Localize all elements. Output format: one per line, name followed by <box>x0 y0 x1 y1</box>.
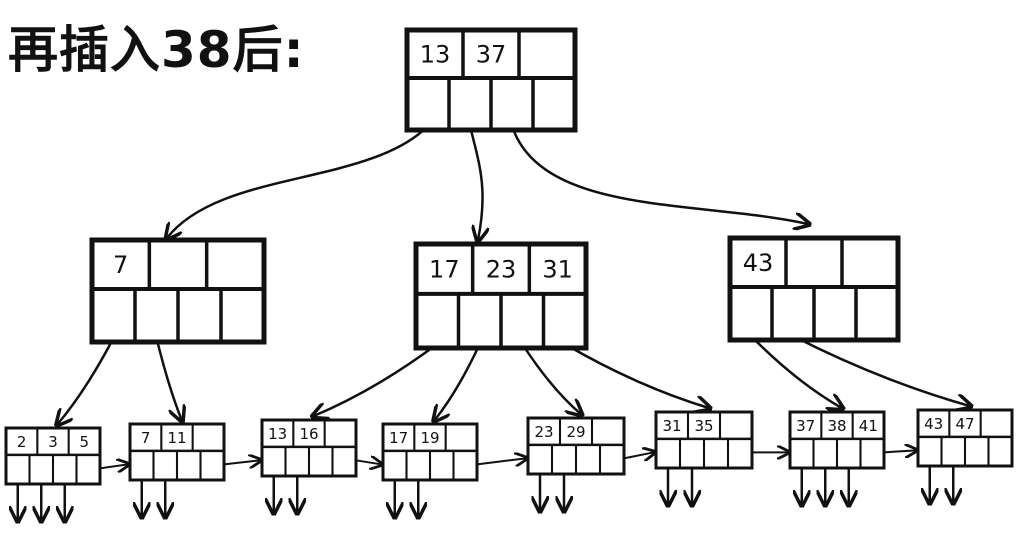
leaf-node-3: 13 16 <box>260 418 358 478</box>
node-key: 43 <box>743 249 774 277</box>
node-key: 17 <box>389 429 408 447</box>
node-key: 2 <box>17 433 27 451</box>
node-key: 41 <box>859 417 878 435</box>
node-key: 17 <box>429 256 460 284</box>
leaf-link-5 <box>623 452 654 458</box>
internal-node-1: 7 <box>89 237 267 345</box>
leaf-node-5: 23 29 <box>526 416 626 476</box>
node-key: 13 <box>268 425 287 443</box>
node-key: 43 <box>924 415 943 433</box>
leaf-node-1: 2 3 5 <box>4 426 102 486</box>
edges <box>18 125 970 520</box>
node-key: 19 <box>420 429 439 447</box>
node-key: 38 <box>827 417 846 435</box>
node-key: 31 <box>542 256 573 284</box>
internal-to-leaf-8 <box>792 334 970 406</box>
root-to-internal-1 <box>167 125 429 238</box>
leaf-link-2 <box>223 460 260 464</box>
internal-to-leaf-6 <box>564 342 709 408</box>
caption: 再插入38后: <box>8 21 305 79</box>
internal-to-leaf-2 <box>155 337 182 420</box>
leaf-node-6: 31 35 <box>654 410 754 470</box>
node-key: 29 <box>566 423 585 441</box>
node-key: 23 <box>486 256 517 284</box>
node-key: 11 <box>167 429 186 447</box>
leaf-node-7: 37 38 41 <box>788 410 886 470</box>
node-key: 16 <box>299 425 318 443</box>
root-to-internal-2 <box>468 125 483 240</box>
root-to-internal-3 <box>510 125 808 224</box>
leaf-node-2: 7 11 <box>128 422 226 482</box>
leaf-link-1 <box>99 464 128 468</box>
node-key: 47 <box>955 415 974 433</box>
internal-node-3: 43 <box>727 235 901 343</box>
node-key: 37 <box>796 417 815 435</box>
internal-node-2: 17 23 31 <box>413 241 589 351</box>
leaf-link-4 <box>476 458 526 464</box>
leaf-link-3 <box>355 460 381 464</box>
node-key: 31 <box>662 417 681 435</box>
node-key: 5 <box>80 433 90 451</box>
node-key: 23 <box>534 423 553 441</box>
internal-to-leaf-5 <box>521 343 581 414</box>
internal-to-leaf-7 <box>750 335 842 408</box>
internal-to-leaf-3 <box>314 342 438 416</box>
node-key: 13 <box>420 41 451 69</box>
node-key: 7 <box>113 251 128 279</box>
node-key: 3 <box>48 433 58 451</box>
node-key: 7 <box>141 429 151 447</box>
leaf-node-8: 43 47 <box>916 408 1014 468</box>
internal-to-leaf-4 <box>435 343 481 420</box>
internal-to-leaf-1 <box>58 337 115 424</box>
node-key: 37 <box>476 41 507 69</box>
node-key: 35 <box>694 417 713 435</box>
leaf-link-7 <box>883 450 916 452</box>
root-node: 13 37 <box>404 27 578 133</box>
